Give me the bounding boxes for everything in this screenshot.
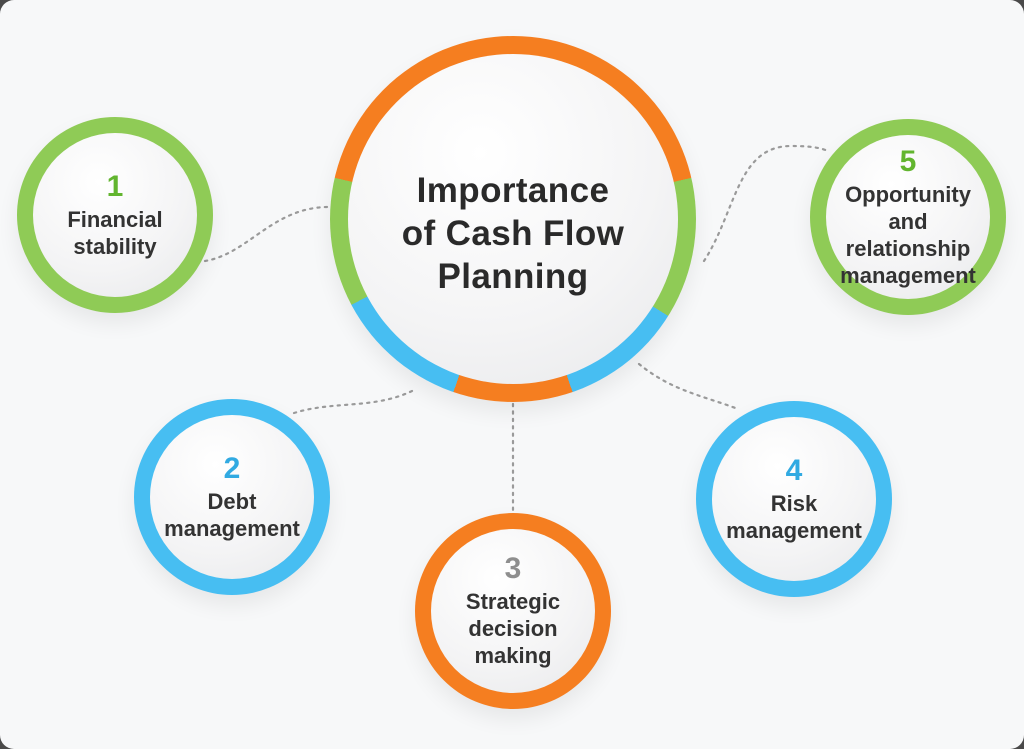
number-debt-management: 2 <box>223 451 241 485</box>
circle-risk-management: 4 Risk management <box>696 401 892 597</box>
central-circle-inner: Importance of Cash Flow Planning <box>348 54 678 384</box>
number-opportunity-management: 5 <box>899 144 917 178</box>
central-circle: Importance of Cash Flow Planning <box>330 36 696 402</box>
connector-risk-management <box>637 362 740 411</box>
circle-debt-management: 2 Debt management <box>134 399 330 595</box>
number-risk-management: 4 <box>785 453 803 487</box>
circle-opportunity-management: 5 Opportunity and relationship managemen… <box>810 119 1006 315</box>
label-financial-stability: Financial stability <box>67 206 163 259</box>
connector-financial-stability <box>203 205 329 263</box>
circle-financial-stability: 1 Financial stability <box>17 117 213 313</box>
connector-opportunity-management <box>702 144 830 263</box>
number-strategic-decision-making: 3 <box>504 552 522 585</box>
label-opportunity-management: Opportunity and relationship management <box>840 181 976 288</box>
label-strategic-decision-making: Strategic decision making <box>465 589 561 668</box>
central-title: Importance of Cash Flow Planning <box>401 170 625 296</box>
connector-debt-management <box>289 389 414 416</box>
number-financial-stability: 1 <box>106 169 124 203</box>
label-debt-management: Debt management <box>164 488 300 541</box>
label-risk-management: Risk management <box>726 490 862 543</box>
circle-strategic-decision-making: 3 Strategic decision making <box>415 513 611 709</box>
